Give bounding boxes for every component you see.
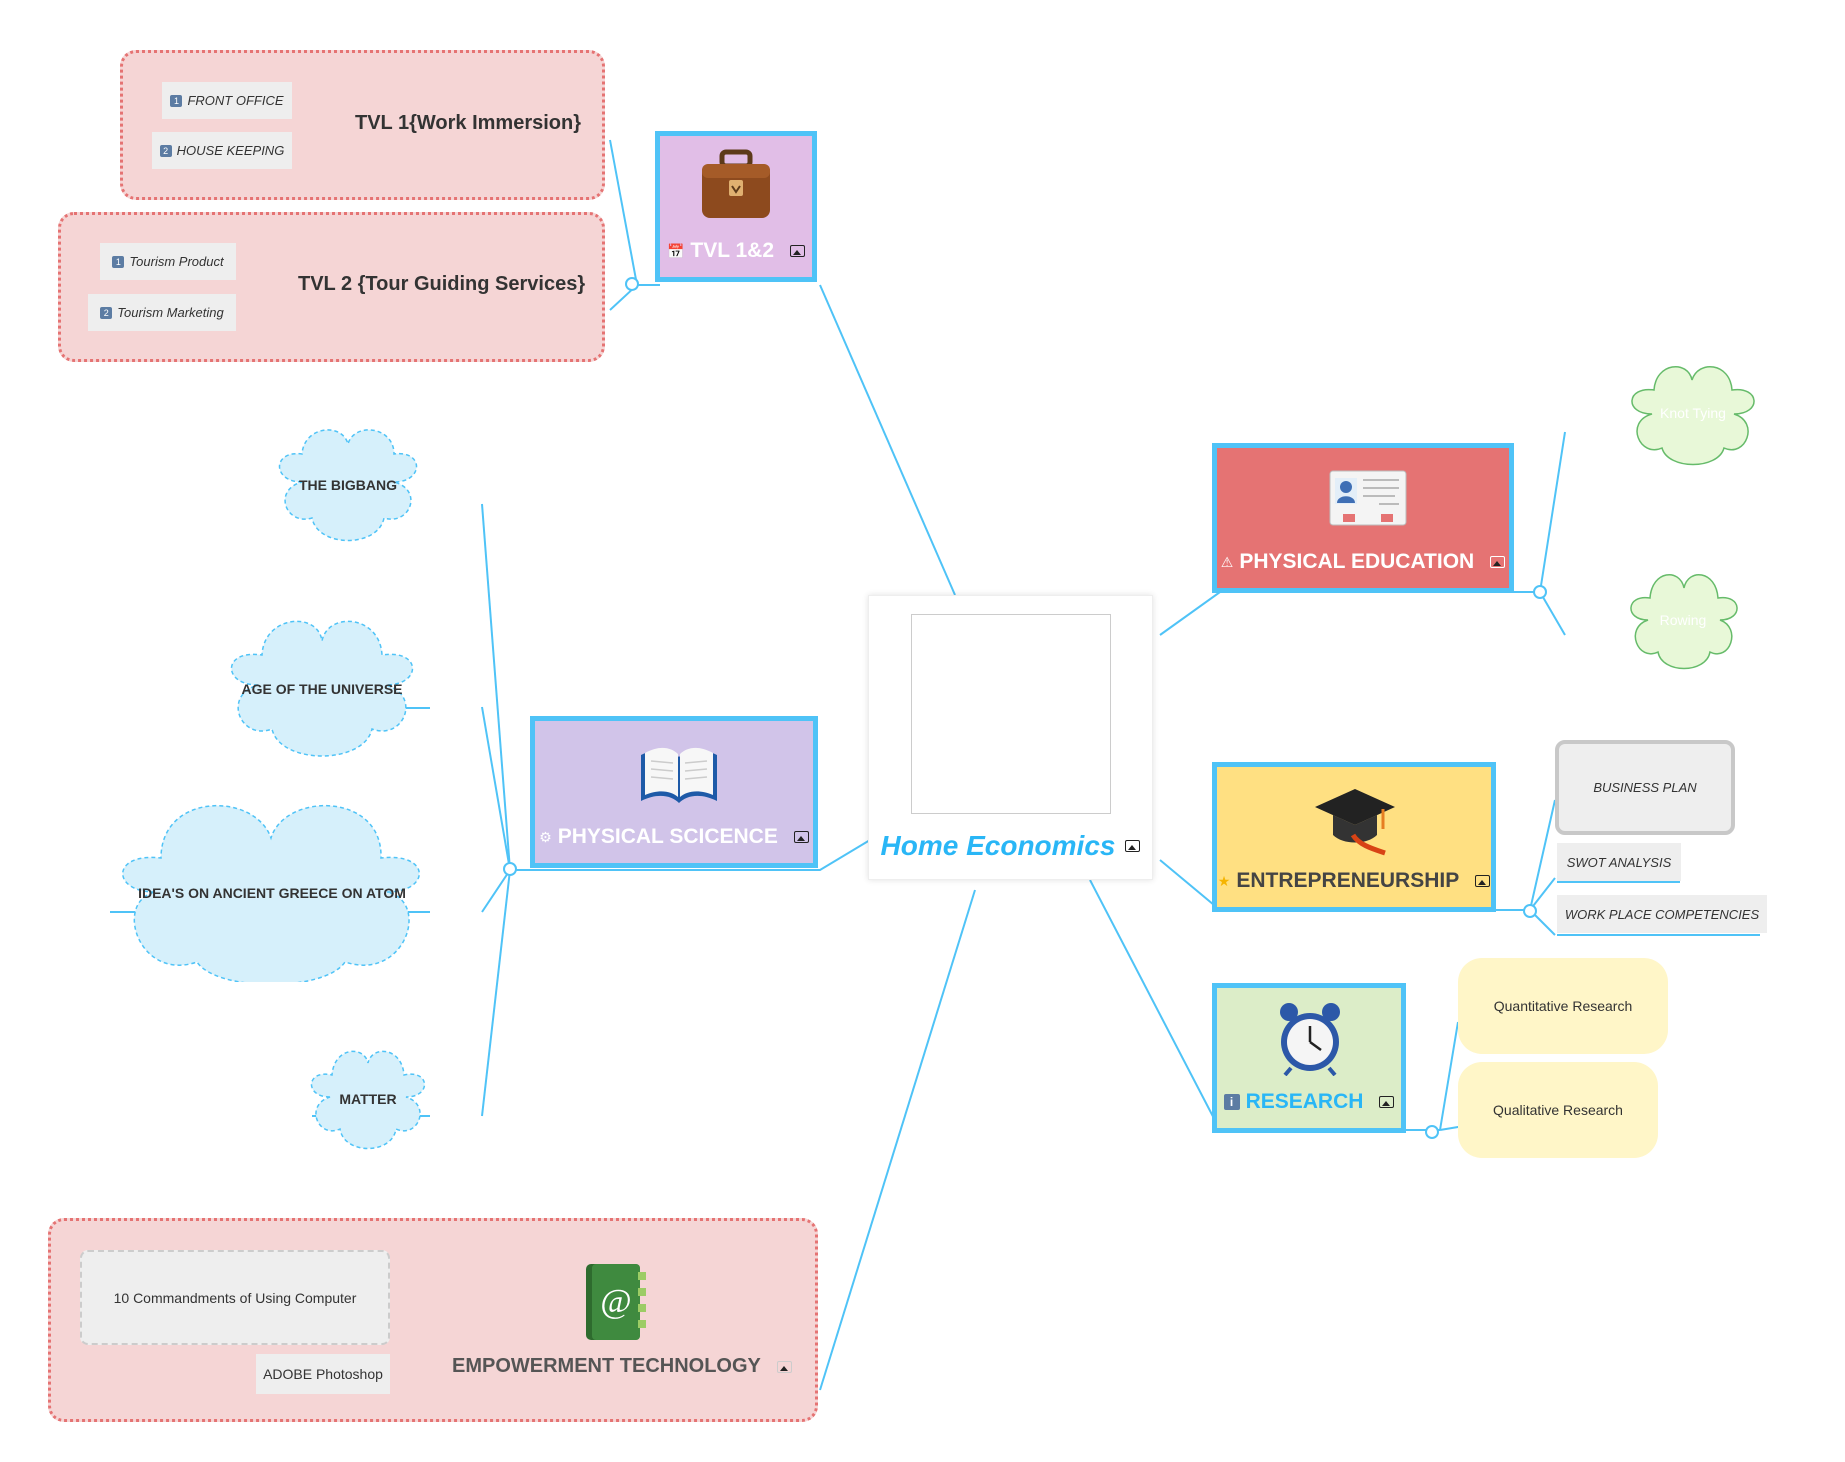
svg-text:@: @ xyxy=(600,1283,631,1320)
tvl1-title[interactable]: TVL 1{Work Immersion} xyxy=(355,112,581,134)
subtopic-tourism-marketing[interactable]: 2 Tourism Marketing xyxy=(88,294,236,331)
tvl1-boundary xyxy=(120,50,605,200)
topic-label: ENTREPRENEURSHIP xyxy=(1236,869,1460,892)
subtopic-matter[interactable]: MATTER xyxy=(339,1091,397,1107)
info-icon: i xyxy=(1223,1094,1240,1110)
image-icon[interactable] xyxy=(776,1360,792,1373)
image-icon[interactable] xyxy=(793,831,809,843)
cloud-shape xyxy=(122,804,420,982)
number-two-icon: 2 xyxy=(100,306,113,319)
cloud-shape xyxy=(278,429,418,542)
subtopic-front-office[interactable]: 1 FRONT OFFICE xyxy=(162,82,292,119)
subtopic-label: Tourism Product xyxy=(129,254,224,269)
star-icon: ★ xyxy=(1217,872,1231,889)
number-two-icon: 2 xyxy=(159,144,172,157)
briefcase-icon xyxy=(702,149,770,218)
subtopic-age-of-universe[interactable]: AGE OF THE UNIVERSE xyxy=(241,681,403,697)
subtopic-business-plan[interactable]: BUSINESS PLAN xyxy=(1555,740,1735,835)
cloud-shape xyxy=(310,1050,426,1150)
topic-physical-science[interactable]: ⚙ PHYSICAL SCICENCE xyxy=(530,716,818,868)
tvl2-title[interactable]: TVL 2 {Tour Guiding Services} xyxy=(298,273,586,295)
id-card-icon xyxy=(1329,470,1407,526)
cloud-shape xyxy=(1631,365,1755,466)
subtopic-tourism-product[interactable]: 1 Tourism Product xyxy=(100,243,236,280)
subtopic-label: Tourism Marketing xyxy=(117,305,224,320)
tvl2-boundary xyxy=(58,212,605,362)
image-icon[interactable] xyxy=(1125,840,1141,852)
image-icon[interactable] xyxy=(1379,1096,1395,1108)
topic-empowerment[interactable]: EMPOWERMENT TECHNOLOGY xyxy=(452,1355,792,1378)
topic-label: EMPOWERMENT TECHNOLOGY xyxy=(452,1355,761,1377)
subtopic-label: FRONT OFFICE xyxy=(187,93,284,108)
topic-entrepreneurship[interactable]: ★ ENTREPRENEURSHIP xyxy=(1212,762,1496,912)
calendar-icon: 📅 xyxy=(666,242,685,259)
topic-label: RESEARCH xyxy=(1245,1090,1364,1113)
number-one-icon: 1 xyxy=(112,255,125,268)
subtopic-adobe-photoshop[interactable]: ADOBE Photoshop xyxy=(256,1354,390,1394)
central-topic[interactable]: Home Economics xyxy=(868,595,1153,880)
subtopic-quantitative-research[interactable]: Quantitative Research xyxy=(1458,958,1668,1054)
image-icon[interactable] xyxy=(1475,875,1491,887)
subtopic-house-keeping[interactable]: 2 HOUSE KEEPING xyxy=(152,132,292,169)
subtopic-ancient-greece-atom[interactable]: IDEA'S ON ANCIENT GREECE ON ATOM xyxy=(138,885,406,901)
subtopic-qualitative-research[interactable]: Qualitative Research xyxy=(1458,1062,1658,1158)
graduation-cap-icon xyxy=(1315,789,1395,856)
subtopic-big-bang[interactable]: THE BIGBANG xyxy=(299,477,397,493)
image-icon[interactable] xyxy=(790,245,806,257)
subtopic-ten-commandments[interactable]: 10 Commandments of Using Computer xyxy=(80,1250,390,1345)
number-one-icon: 1 xyxy=(170,94,183,107)
topic-tvl[interactable]: 📅 TVL 1&2 xyxy=(655,131,817,282)
image-icon[interactable] xyxy=(1490,556,1506,568)
alarm-clock-icon xyxy=(1280,1003,1340,1076)
address-book-icon: @ xyxy=(586,1264,646,1340)
subtopic-rowing[interactable]: Rowing xyxy=(1659,612,1707,628)
open-book-icon xyxy=(641,747,717,803)
subtopic-swot-analysis[interactable]: SWOT ANALYSIS xyxy=(1557,843,1681,881)
central-title: Home Economics xyxy=(880,830,1116,861)
topic-label: PHYSICAL EDUCATION xyxy=(1239,550,1475,573)
topic-label: TVL 1&2 xyxy=(690,239,775,262)
subtopic-knot-tying[interactable]: Knot Tying xyxy=(1660,405,1726,421)
warning-icon: ⚠ xyxy=(1220,553,1234,570)
gear-icon: ⚙ xyxy=(539,828,552,845)
subtopic-workplace-competencies[interactable]: WORK PLACE COMPETENCIES xyxy=(1557,895,1767,933)
cloud-shape xyxy=(230,620,414,757)
central-image xyxy=(910,614,1111,814)
topic-physical-education[interactable]: ⚠ PHYSICAL EDUCATION xyxy=(1212,443,1514,593)
subtopic-label: HOUSE KEEPING xyxy=(176,143,285,158)
topic-label: PHYSICAL SCICENCE xyxy=(557,825,778,848)
topic-research[interactable]: i RESEARCH xyxy=(1212,983,1406,1133)
cloud-shape xyxy=(1630,573,1738,670)
